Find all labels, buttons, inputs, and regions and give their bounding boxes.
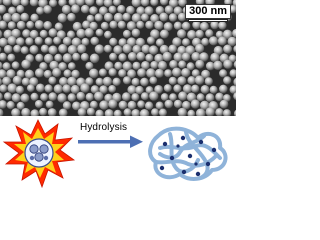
reaction-label: Hydrolysis xyxy=(80,122,128,133)
hydrogel-dots xyxy=(159,135,217,177)
scale-bar-label: 300 nm xyxy=(185,4,231,19)
hydrogel-network-icon xyxy=(148,126,228,181)
scheme-graphic xyxy=(2,119,228,189)
starburst-particle-icon xyxy=(2,119,76,189)
sem-micrograph: 300 nm xyxy=(0,0,236,116)
hydrolysis-scheme xyxy=(0,118,236,189)
arrow-right-icon xyxy=(78,135,143,148)
panel-divider xyxy=(0,116,236,118)
scale-bar xyxy=(188,19,228,22)
